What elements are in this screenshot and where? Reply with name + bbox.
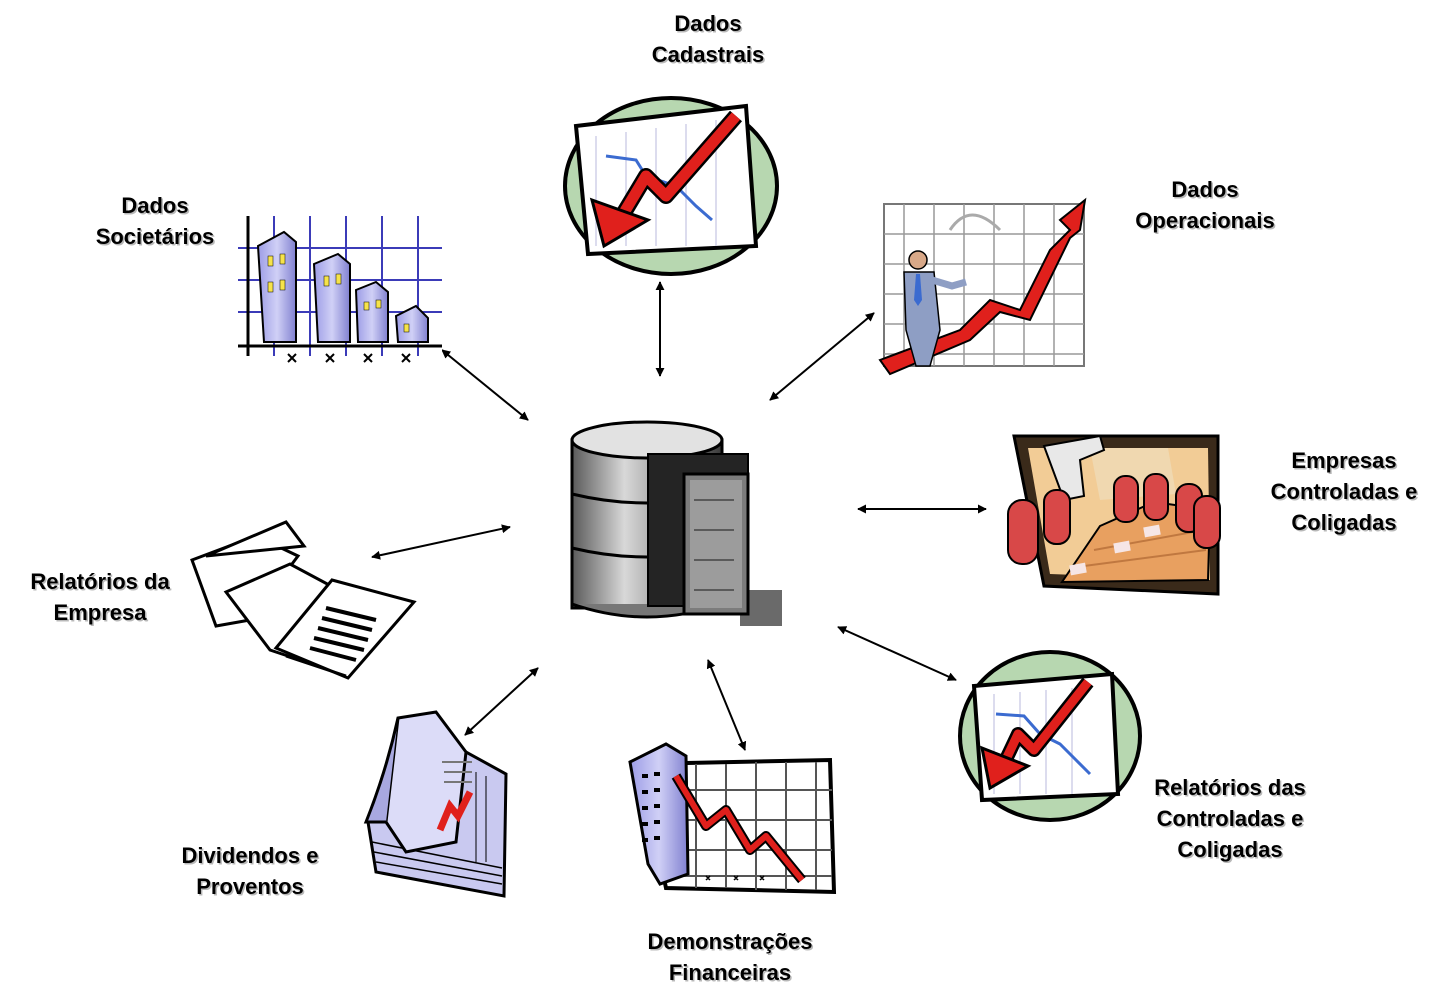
label-line: Controladas e [1270,479,1418,504]
label-line: Dados [1171,177,1239,202]
label-line: Relatórios das [1154,775,1306,800]
buildings-bar-chart-icon [238,216,442,363]
label-line: Empresas [1291,448,1397,473]
arrow-rel-controladas [837,626,957,681]
falling-chart-arrow-icon [958,650,1142,822]
database-server-icon [566,418,782,630]
businessman-rising-arrow-icon [878,197,1087,376]
label-line: Dados [674,11,742,36]
label-dividendos-proventos: Dividendos e Proventos [150,840,350,902]
label-relatorios-empresa: Relatórios da Empresa [2,566,198,628]
label-line: Societários [95,224,215,249]
label-empresas-controladas: Empresas Controladas e Coligadas [1250,445,1438,538]
label-demonstracoes-financeiras: Demonstrações Financeiras [610,926,850,988]
label-relatorios-controladas: Relatórios das Controladas e Coligadas [1120,772,1340,865]
label-line: Empresa [53,600,147,625]
arrow-rel-empresa [371,524,511,560]
label-line: Cadastrais [651,42,765,67]
label-line: Proventos [196,874,304,899]
label-dados-operacionais: Dados Operacionais [1100,174,1310,236]
label-line: Coligadas [1291,510,1397,535]
label-line: Dados [121,193,189,218]
label-dados-societarios: Dados Societários [70,190,240,252]
label-line: Financeiras [668,960,792,985]
label-line: Controladas e [1156,806,1304,831]
label-dados-cadastrais: Dados Cadastrais [598,8,818,70]
arrow-operacionais [769,312,875,401]
open-folder-document-icon [190,520,417,680]
label-line: Dividendos e [181,843,319,868]
label-line: Coligadas [1177,837,1283,862]
boardroom-table-icon [1007,434,1221,596]
arrow-societarios [441,349,529,421]
label-line: Operacionais [1135,208,1275,233]
building-falling-chart-icon [628,742,837,895]
connector-arrows [371,281,987,751]
label-line: Relatórios da [30,569,170,594]
cadastrais-chart-icon [563,96,779,276]
arrow-dividendos [464,667,539,736]
label-line: Demonstrações [647,929,813,954]
arrow-demonstracoes [706,659,747,751]
newspaper-chart-icon [363,710,508,898]
